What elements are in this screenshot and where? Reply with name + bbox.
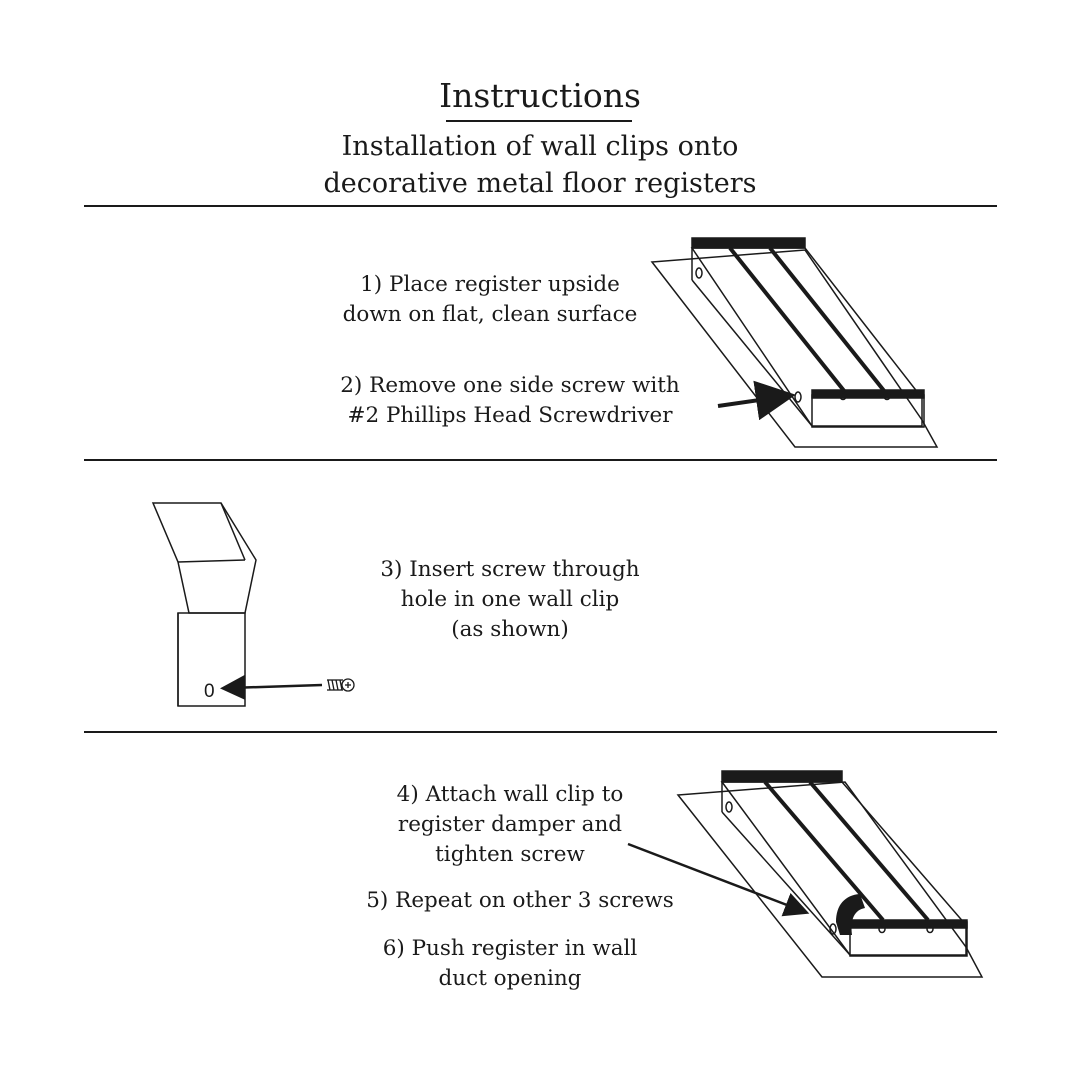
- register-blade: [763, 780, 885, 922]
- screw-hole: [878, 924, 886, 934]
- subtitle-line-2: decorative metal floor registers: [323, 168, 757, 199]
- screw-hole: [926, 924, 934, 934]
- step-5-text: 5) Repeat on other 3 screws: [340, 886, 700, 916]
- step-6-line-2: duct opening: [438, 966, 582, 991]
- screw-hole: [883, 391, 891, 401]
- page-subtitle: Installation of wall clips onto decorati…: [0, 128, 1080, 202]
- register-edge: [691, 279, 813, 427]
- pointer-arrow-attach: [627, 842, 810, 917]
- subtitle-line-1: Installation of wall clips onto: [341, 131, 739, 162]
- step-6-text: 6) Push register in wall duct opening: [340, 934, 680, 994]
- wall-clip-illustration: [151, 502, 257, 707]
- register-illustration-2: [676, 770, 984, 978]
- register-blade: [808, 780, 930, 922]
- screw-hole: [829, 923, 837, 935]
- register-flange: [676, 781, 984, 978]
- step-5-line-1: 5) Repeat on other 3 screws: [366, 888, 674, 913]
- step-1-line-1: 1) Place register upside: [360, 272, 620, 297]
- register-end-bar: [849, 919, 968, 929]
- register-illustration-1: [650, 237, 939, 448]
- page-title: Instructions: [439, 76, 641, 115]
- step-4-line-3: tighten screw: [435, 842, 585, 867]
- step-6-line-1: 6) Push register in wall: [382, 936, 638, 961]
- step-2-text: 2) Remove one side screw with #2 Phillip…: [300, 371, 720, 431]
- step-1-line-2: down on flat, clean surface: [342, 302, 638, 327]
- wall-clip-fold: [177, 559, 246, 563]
- step-3-line-2: hole in one wall clip: [400, 587, 620, 612]
- clip-hole-label: 0: [204, 681, 215, 702]
- step-3-line-1: 3) Insert screw through: [380, 557, 640, 582]
- step-2-line-2: #2 Phillips Head Screwdriver: [347, 403, 673, 428]
- screw-hole: [839, 391, 847, 401]
- attached-wall-clip: [836, 894, 865, 935]
- step-4-line-2: register damper and: [397, 812, 623, 837]
- register-end-bar: [811, 389, 925, 399]
- step-2-line-1: 2) Remove one side screw with: [340, 373, 680, 398]
- screw-hole: [695, 267, 703, 279]
- step-1-text: 1) Place register upside down on flat, c…: [300, 270, 680, 330]
- wall-clip-top: [151, 502, 257, 614]
- wall-clip-fold: [220, 502, 246, 561]
- step-3-line-3: (as shown): [451, 617, 569, 642]
- register-edge: [721, 811, 851, 956]
- pointer-arrow-screw: [717, 380, 796, 421]
- register-blade: [768, 246, 887, 394]
- register-body: [720, 781, 967, 956]
- screw-hole: [794, 391, 802, 403]
- register-top-bar: [721, 770, 843, 783]
- screw-hole: [725, 801, 733, 813]
- pointer-arrow-insert: [220, 675, 323, 701]
- step-4-line-1: 4) Attach wall clip to: [396, 782, 624, 807]
- divider-top: [84, 205, 997, 207]
- step-3-text: 3) Insert screw through hole in one wall…: [330, 555, 690, 645]
- screw-icon: [327, 678, 355, 692]
- divider-middle-1: [84, 459, 997, 461]
- divider-middle-2: [84, 731, 997, 733]
- register-blade: [728, 246, 847, 394]
- register-top-bar: [691, 237, 806, 249]
- step-4-text: 4) Attach wall clip to register damper a…: [360, 780, 660, 870]
- title-underline: [446, 120, 632, 122]
